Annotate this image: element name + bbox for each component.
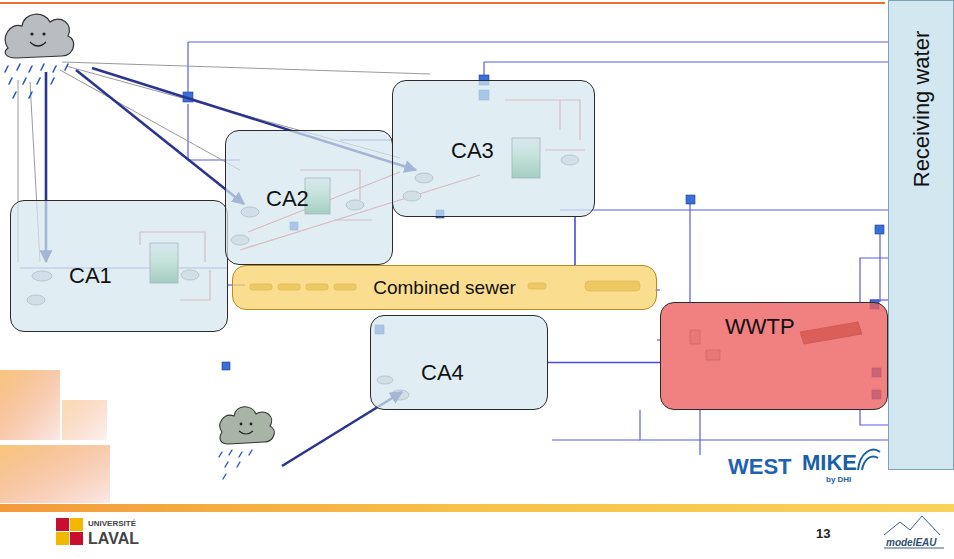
software-logo-text: WEST (728, 455, 792, 479)
node-label: CA4 (421, 361, 464, 385)
node-label: CA1 (69, 264, 112, 288)
catchment-box: CA4 (370, 315, 548, 410)
sewer-band: Combined sewer (232, 265, 657, 310)
receiving-water-band: Receiving water (888, 0, 954, 470)
catchment-box: CA2 (225, 130, 393, 265)
software-logo-text: MIKE (802, 451, 857, 475)
rain-cloud (5, 14, 74, 98)
node-label: WWTP (725, 315, 795, 339)
catchment-box: CA3 (392, 80, 595, 217)
university-logo-text: LAVAL (88, 530, 139, 548)
university-logo-text: UNIVERSITÉ (88, 520, 136, 529)
node-label: CA3 (451, 139, 494, 163)
rain-cloud-small (219, 407, 274, 479)
node-label: Receiving water (910, 31, 934, 188)
catchment-box: CA1 (10, 200, 228, 332)
laval-shield (56, 518, 83, 545)
flow-connector (548, 362, 660, 364)
software-logo-subtext: by DHI (826, 476, 851, 485)
page-number: 13 (816, 527, 830, 541)
flow-connector (574, 217, 576, 265)
node-label: CA2 (266, 187, 309, 211)
modeleau-logo-mark (884, 516, 944, 548)
footer-bar (0, 504, 954, 512)
corner-decoration (0, 370, 110, 503)
group-logo-text: modelEAU (886, 537, 937, 548)
node-label: Combined sewer (373, 277, 516, 298)
mike-logo-wave (858, 450, 880, 470)
treatment-plant-box: WWTP (660, 302, 888, 410)
top-rule (0, 2, 885, 4)
